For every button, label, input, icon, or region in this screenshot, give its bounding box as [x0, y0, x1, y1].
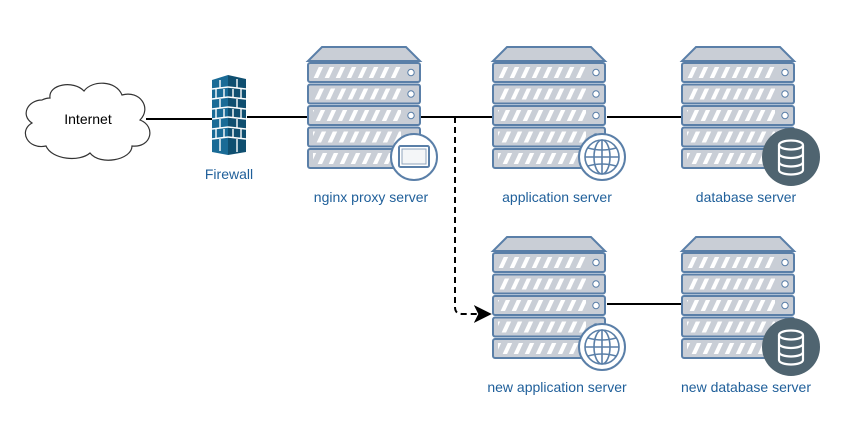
server-rack-icon	[679, 236, 797, 359]
new-application-server-label: new application server	[487, 379, 627, 395]
application-server-node[interactable]	[490, 46, 608, 169]
database-icon	[762, 128, 820, 186]
globe-icon	[578, 323, 626, 371]
new-database-server-node[interactable]	[679, 236, 797, 359]
database-server-label: database server	[695, 189, 797, 205]
connectors	[146, 116, 682, 323]
new-database-server-label: new database server	[681, 379, 811, 395]
database-server-node[interactable]	[679, 46, 797, 169]
monitor-icon	[390, 133, 438, 181]
proxy-server-label: nginx proxy server	[313, 189, 429, 205]
server-rack-icon	[490, 46, 608, 169]
globe-icon	[578, 133, 626, 181]
firewall-icon	[211, 75, 247, 155]
cloud-icon	[24, 82, 151, 161]
application-server-label: application server	[502, 189, 612, 205]
firewall-node[interactable]	[211, 75, 247, 155]
firewall-label: Firewall	[204, 166, 254, 182]
server-rack-icon	[679, 46, 797, 169]
internet-cloud-node[interactable]	[24, 82, 151, 161]
connector-proxy-new-app-dashed	[454, 117, 492, 323]
internet-label: Internet	[64, 111, 112, 127]
database-icon	[762, 318, 820, 376]
